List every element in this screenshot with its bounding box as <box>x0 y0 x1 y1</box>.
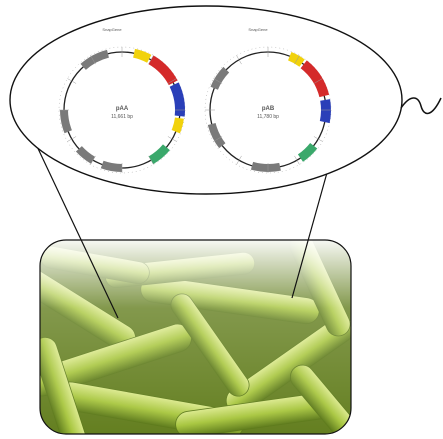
plasmid-1-header: SnapGene <box>102 27 122 32</box>
plasmid-feature-orf-1 <box>102 165 122 169</box>
plasmid-feature-promoter <box>134 53 149 59</box>
plasmid-1-name: pAA <box>116 106 129 112</box>
bacteria-micrograph <box>0 230 375 439</box>
plasmid-feature-terminator <box>176 118 180 132</box>
plasmid-1-size: 11,661 bp <box>111 114 133 120</box>
plasmid-feature-gene-blue <box>325 100 326 122</box>
dna-tail <box>401 98 441 113</box>
plasmid-2-name: pAB <box>262 106 275 112</box>
plasmid-feature-orf-1 <box>252 166 280 168</box>
zoom-ellipse <box>10 6 402 194</box>
plasmid-2-header: SnapGene <box>248 27 268 32</box>
plasmid-2-size: 11,780 bp <box>257 114 279 120</box>
plasmid-feature-orf-3 <box>64 110 68 132</box>
plasmid-feature-gene-blue <box>174 85 180 116</box>
